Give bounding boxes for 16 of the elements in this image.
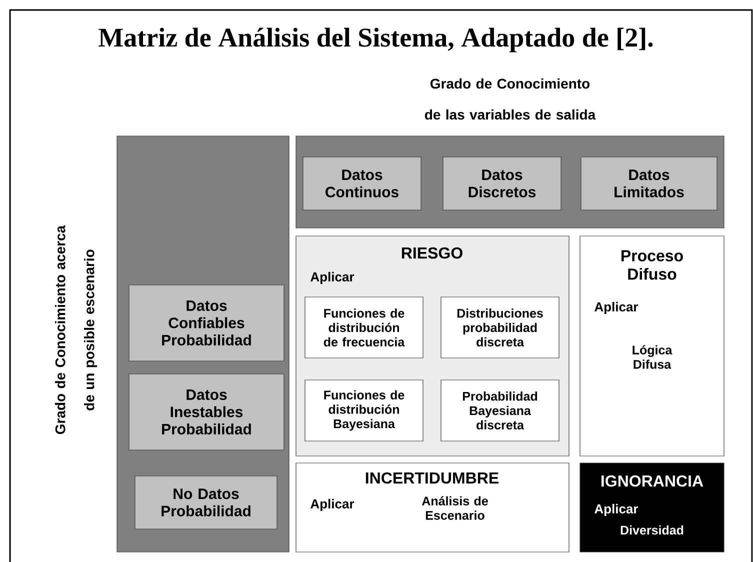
data-box: Datos Limitados [580,156,718,210]
data-box: Datos Discretos [442,156,562,210]
ignorance-panel: IGNORANCIA Aplicar Diversidad [580,462,724,552]
uncertainty-panel: INCERTIDUMBRE Aplicar Análisis de Escenario [296,462,570,552]
method-box: Funciones de distribución Bayesiana [304,380,424,442]
method-box: Probabilidad Bayesiana discreta [440,380,560,442]
data-box: Datos Inestables Probabilidad [128,374,284,450]
method-box: Funciones de distribución de frecuencia [304,296,424,358]
data-box: Datos Confiables Probabilidad [128,284,284,362]
title: Matriz de Análisis del Sistema, Adaptado de [2]. [98,28,653,52]
method-box: Distribuciones probabilidad discreta [440,296,560,358]
fuzzy-panel: Proceso Difuso Aplicar Lógica Difusa [580,236,724,456]
axis-label: Grado de Conocimiento de las variables de salida [424,78,596,120]
axis-label: Grado de Conocimiento acerca de un posible escenario [54,225,98,434]
data-box: Datos Continuos [302,156,422,210]
data-box: No Datos Probabilidad [134,476,278,530]
